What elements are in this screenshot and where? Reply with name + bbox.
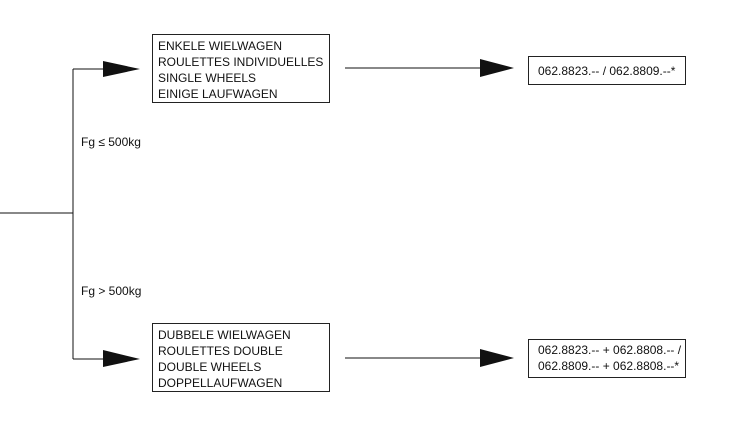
- condition-heavy-label: Fg > 500kg: [81, 284, 142, 298]
- double-wheels-box: DUBBELE WIELWAGEN ROULETTES DOUBLE DOUBL…: [152, 323, 330, 392]
- single-wheels-line: SINGLE WHEELS: [158, 71, 257, 85]
- arrow-to-single-code: [480, 59, 514, 77]
- double-wheels-line: DOUBLE WHEELS: [158, 360, 262, 374]
- single-wheels-box: ENKELE WIELWAGEN ROULETTES INDIVIDUELLES…: [152, 34, 330, 103]
- arrow-to-double-wheels: [103, 350, 140, 367]
- arrow-to-double-code: [480, 349, 514, 367]
- single-wheels-line: EINIGE LAUFWAGEN: [158, 87, 278, 101]
- double-wheels-code-box: 062.8823.-- + 062.8808.-- / 062.8809.-- …: [528, 339, 686, 378]
- double-wheels-code: 062.8809.-- + 062.8808.--*: [538, 359, 680, 373]
- double-wheels-line: DUBBELE WIELWAGEN: [158, 328, 291, 342]
- double-wheels-code: 062.8823.-- + 062.8808.-- /: [538, 343, 682, 357]
- double-wheels-line: ROULETTES DOUBLE: [158, 344, 283, 358]
- condition-light-label: Fg ≤ 500kg: [81, 135, 141, 149]
- single-wheels-code: 062.8823.-- / 062.8809.--*: [538, 64, 676, 78]
- single-wheels-line: ENKELE WIELWAGEN: [158, 39, 283, 53]
- arrow-to-single-wheels: [103, 61, 140, 77]
- double-wheels-line: DOPPELLAUFWAGEN: [158, 376, 283, 390]
- single-wheels-line: ROULETTES INDIVIDUELLES: [158, 55, 324, 69]
- single-wheels-code-box: 062.8823.-- / 062.8809.--*: [528, 56, 686, 85]
